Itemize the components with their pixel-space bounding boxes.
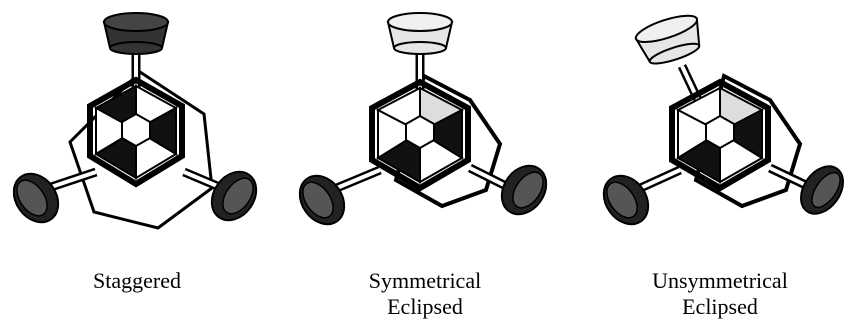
panel-unsymmetrical-eclipsed	[595, 10, 845, 232]
center-hexagon	[122, 114, 150, 146]
rotor-left	[291, 167, 354, 233]
rotor-top	[104, 13, 168, 54]
rotor-left	[5, 165, 68, 231]
caption-line: Eclipsed	[610, 294, 830, 320]
caption-line: Staggered	[27, 268, 247, 294]
caption-staggered: Staggered	[27, 268, 247, 294]
rotor-right	[792, 158, 845, 221]
caption-line: Unsymmetrical	[610, 268, 830, 294]
caption-line: Symmetrical	[315, 268, 535, 294]
rotor-right	[203, 163, 266, 229]
center-hexagon	[706, 116, 734, 148]
caption-unsymmetrical-eclipsed: Unsymmetrical Eclipsed	[610, 268, 830, 320]
rotor-top	[388, 13, 452, 54]
panel-staggered	[5, 13, 266, 231]
rotor-top	[633, 10, 707, 69]
rotor-right	[493, 157, 556, 223]
caption-line: Eclipsed	[315, 294, 535, 320]
panel-symmetrical-eclipsed	[291, 13, 556, 233]
center-hexagon	[406, 116, 434, 148]
caption-symmetrical-eclipsed: Symmetrical Eclipsed	[315, 268, 535, 320]
rotor-left	[595, 167, 658, 233]
